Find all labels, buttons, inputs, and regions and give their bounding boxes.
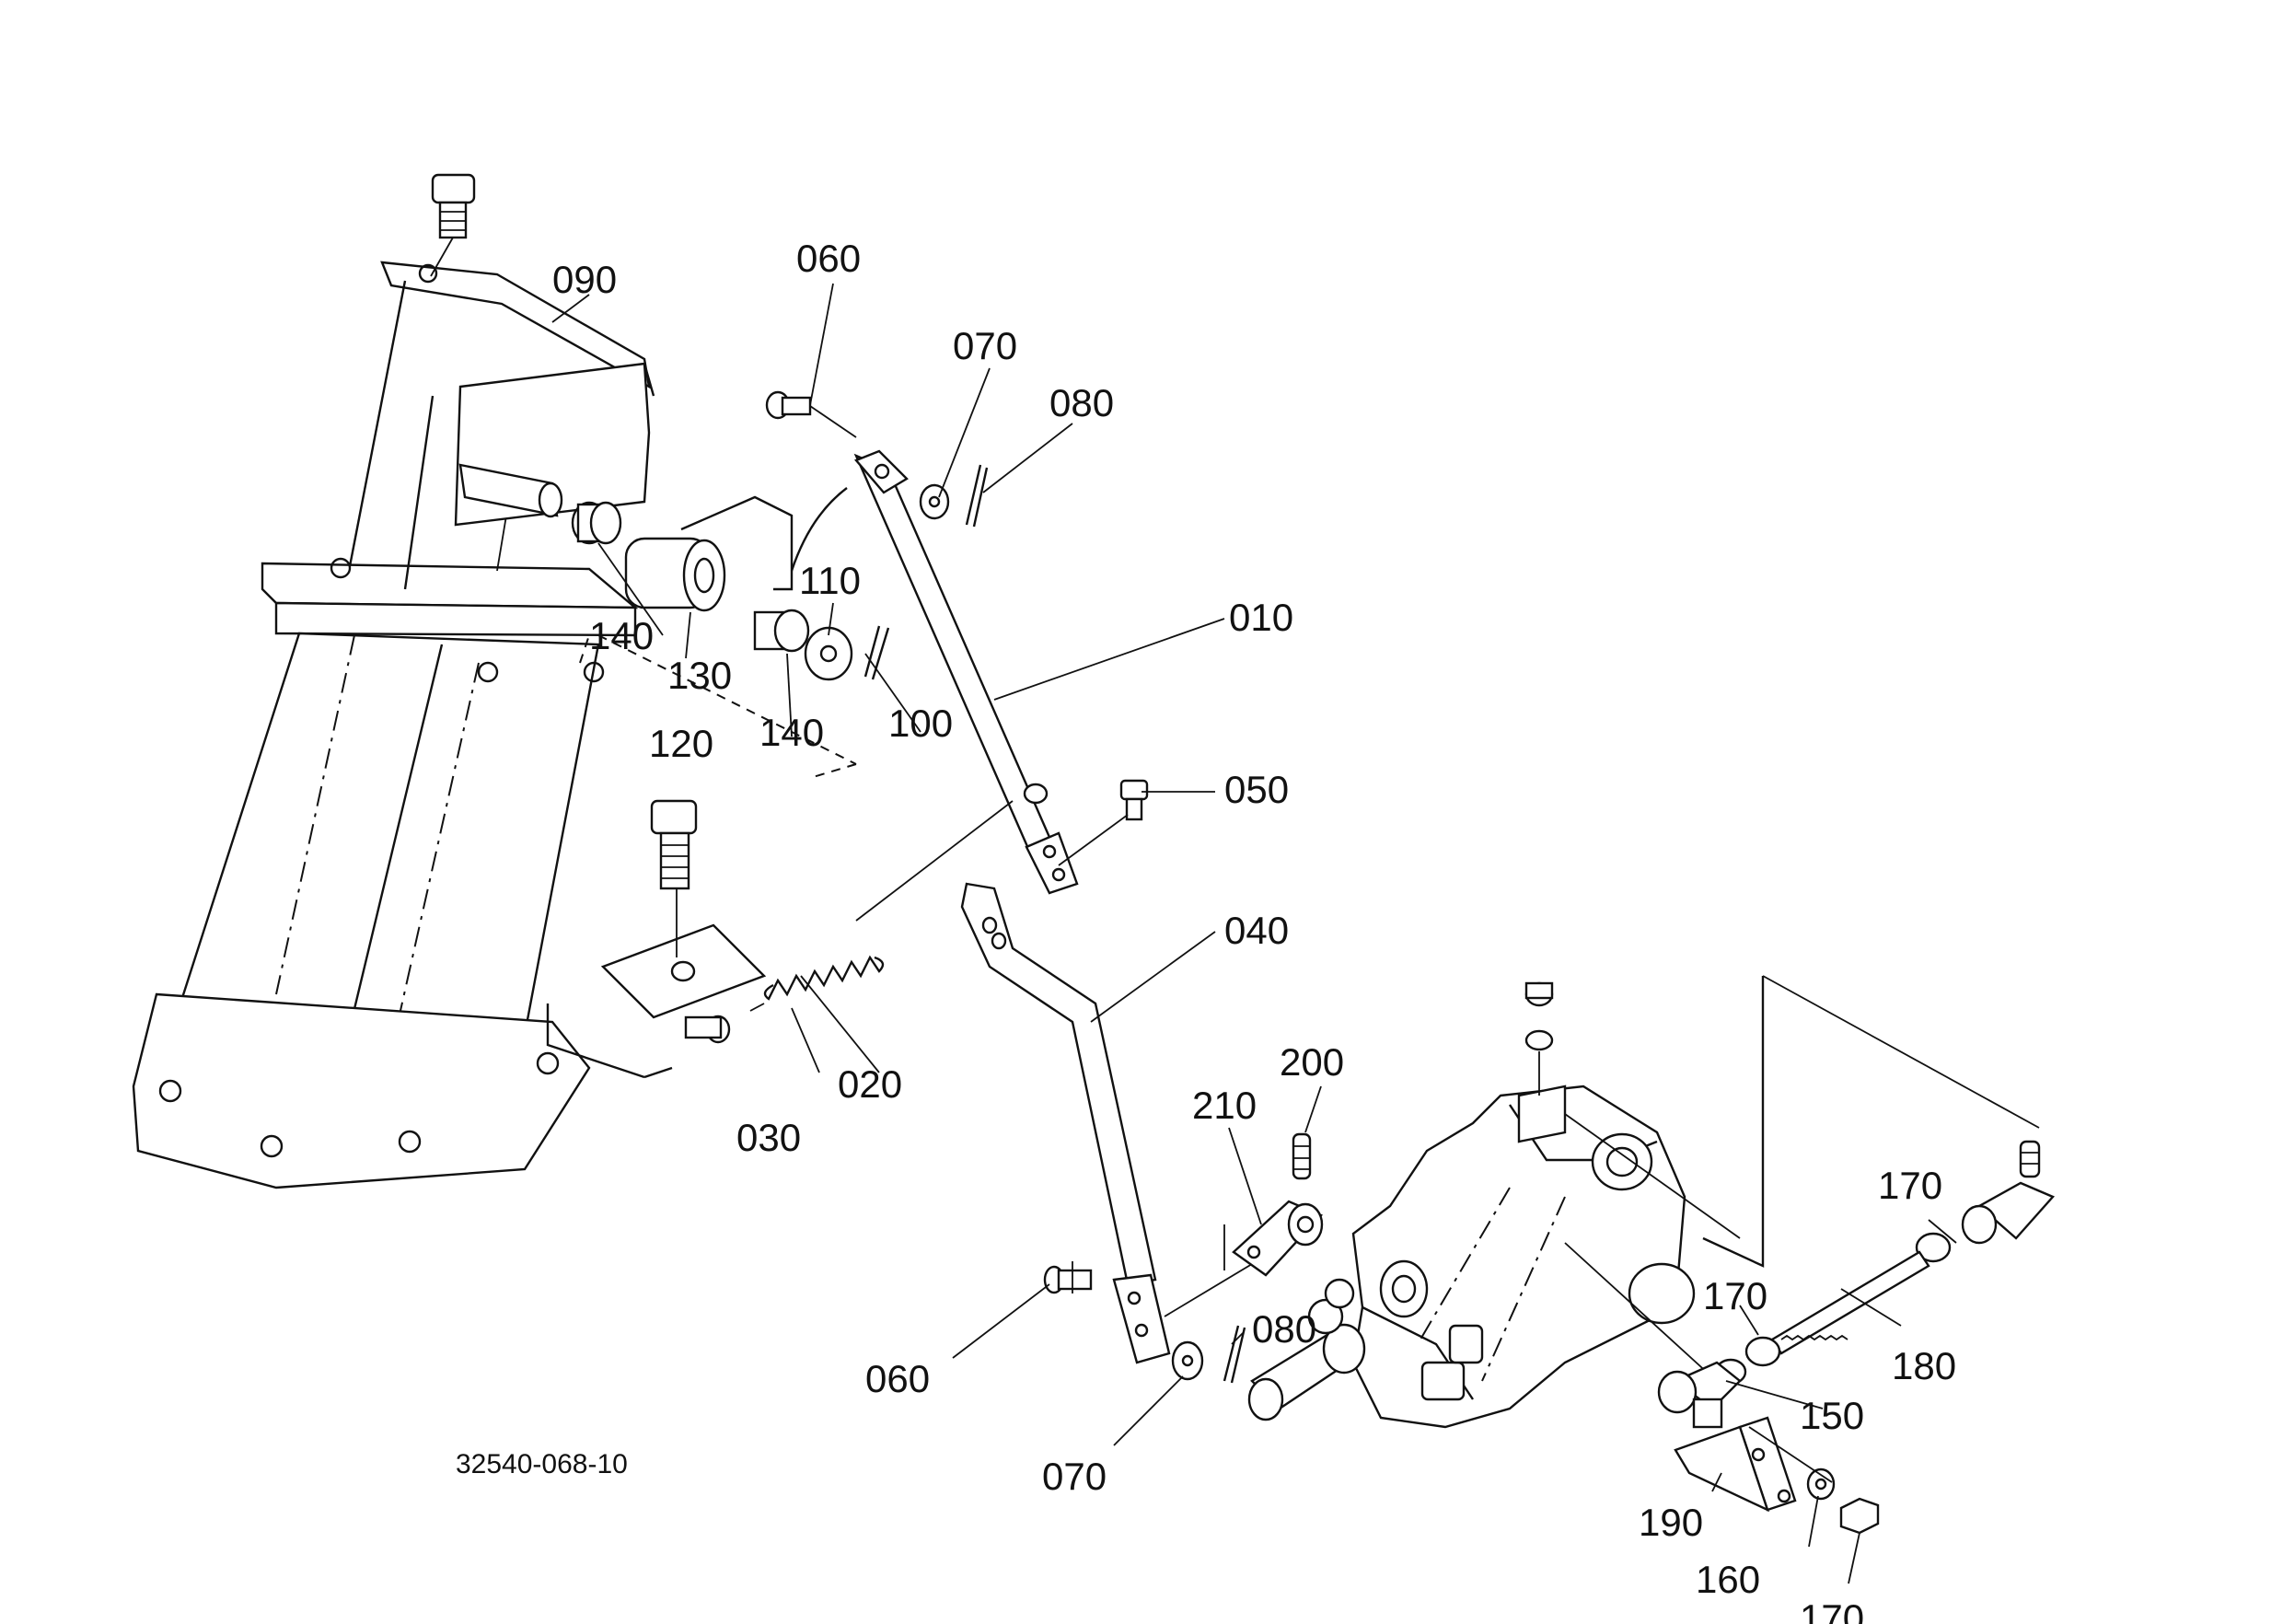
- lever-210: [1223, 1132, 1324, 1277]
- label-090: 090: [552, 258, 617, 301]
- label-080-bottom: 080: [1252, 1307, 1316, 1351]
- pedal-bracket-body: [132, 173, 655, 1189]
- label-160: 160: [1696, 1558, 1760, 1601]
- label-110: 110: [799, 559, 861, 602]
- label-080-top: 080: [1049, 381, 1114, 424]
- label-040: 040: [1224, 909, 1289, 952]
- figure-code: 32540-068-10: [456, 1449, 628, 1479]
- label-140-bottom: 140: [759, 711, 824, 754]
- stopper-bolt-assembly: [546, 799, 1014, 1079]
- bolt-050: [1058, 779, 1149, 866]
- label-030: 030: [736, 1116, 801, 1159]
- label-070-bottom: 070: [1042, 1455, 1107, 1498]
- label-070-top: 070: [953, 324, 1017, 367]
- label-150: 150: [1800, 1394, 1864, 1437]
- hst-body: [1247, 975, 2040, 1429]
- label-020: 020: [838, 1062, 902, 1106]
- label-130: 130: [667, 654, 732, 697]
- label-050: 050: [1224, 768, 1289, 811]
- label-170-top: 170: [1878, 1164, 1942, 1207]
- label-180: 180: [1892, 1344, 1956, 1387]
- control-linkage: [1657, 1140, 2056, 1535]
- rod-010: [765, 390, 1079, 895]
- leader-lines: [551, 283, 1957, 1584]
- label-060-top: 060: [796, 237, 861, 280]
- label-200: 200: [1280, 1040, 1344, 1084]
- label-100: 100: [888, 702, 953, 745]
- rod-040: [960, 882, 1281, 1384]
- pivot-bushings: [571, 487, 890, 779]
- label-170-middle: 170: [1703, 1274, 1767, 1317]
- label-190: 190: [1639, 1501, 1703, 1544]
- label-010: 010: [1229, 596, 1293, 639]
- label-060-bottom: 060: [865, 1357, 930, 1400]
- label-170-bottom: 170: [1800, 1596, 1864, 1624]
- label-210: 210: [1192, 1084, 1257, 1127]
- label-120: 120: [649, 722, 713, 765]
- label-140-top: 140: [589, 614, 654, 657]
